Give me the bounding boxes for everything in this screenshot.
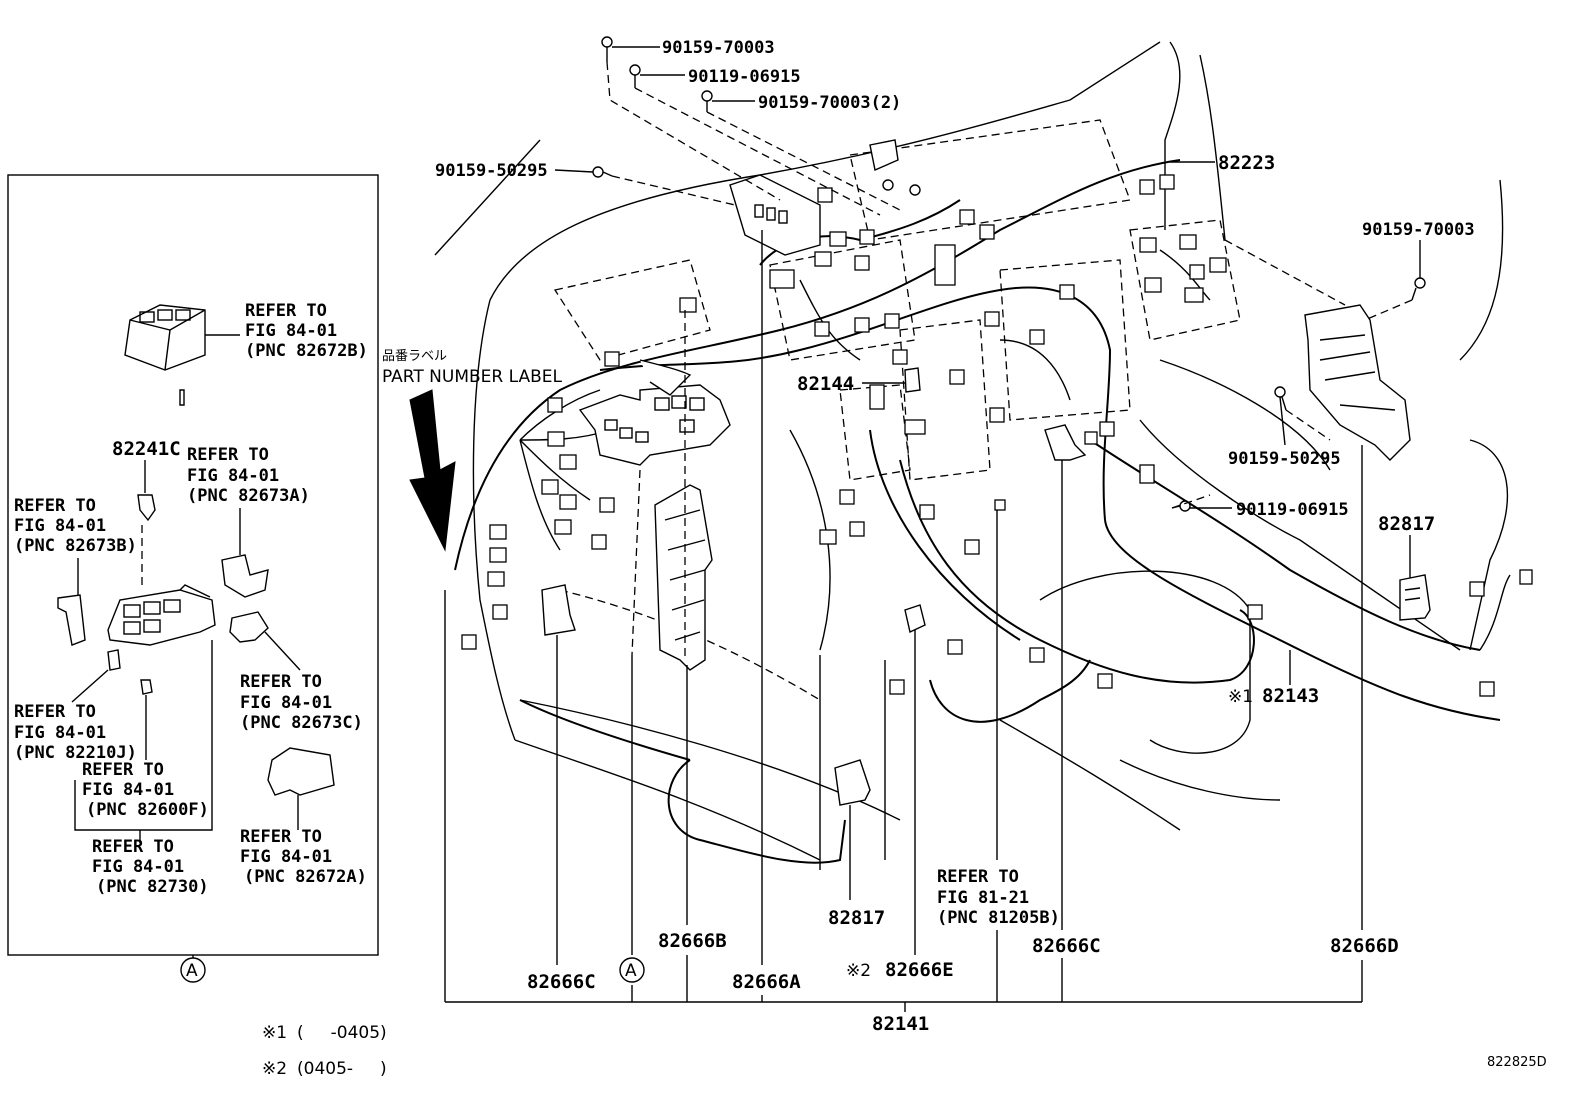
footnotes: ※1 ( -0405) ※2 (0405- ) bbox=[262, 1023, 387, 1079]
inset-refer-82673a-line1: REFER TO bbox=[187, 445, 269, 465]
main-drawing: 90159-70003 90119-06915 90159-70003(2) 9… bbox=[382, 36, 1533, 1035]
bolt-label-1: 90159-70003 bbox=[662, 38, 775, 58]
inset-refer-82600f-line2: FIG 84-01 bbox=[82, 780, 174, 800]
part-label-82143: 82143 bbox=[1262, 685, 1319, 707]
clamp-82666c-right-icon bbox=[1044, 424, 1087, 461]
inset-callout-a-circle bbox=[180, 957, 206, 983]
part-label-82666c-right: 82666C bbox=[1032, 935, 1101, 957]
note-1-text: ( -0405) bbox=[297, 1023, 387, 1043]
part-82817-right-icon bbox=[1399, 574, 1431, 621]
bolt-label-7: 90119-06915 bbox=[1236, 500, 1349, 520]
part-82144-icon bbox=[904, 367, 921, 393]
inset-fuse-82600f-icon bbox=[140, 679, 153, 695]
inset-junction-block-icon bbox=[107, 584, 216, 646]
main-callout-a-label: A bbox=[625, 961, 637, 981]
part-label-82666a: 82666A bbox=[732, 971, 801, 993]
note-1-mark: ※1 bbox=[262, 1023, 287, 1043]
part-label-82143-mark: ※1 bbox=[1228, 687, 1253, 707]
inset-refer-82673a-line2: FIG 84-01 bbox=[187, 466, 279, 486]
inset-refer-82730-line3: (PNC 82730) bbox=[96, 877, 209, 897]
inset-refer-82210j-line1: REFER TO bbox=[14, 702, 96, 722]
inset-panel: REFER TO FIG 84-01 (PNC 82672B) 82241C R… bbox=[7, 174, 379, 983]
inset-refer-82672b-line3: (PNC 82672B) bbox=[245, 341, 368, 361]
inset-pin-icon bbox=[179, 389, 185, 406]
part-number-label-arrow-icon bbox=[409, 389, 456, 552]
inset-refer-82672b-line2: FIG 84-01 bbox=[245, 321, 337, 341]
bracket-82666d-icon bbox=[1304, 304, 1411, 461]
part-82817-bottom-icon bbox=[834, 759, 871, 806]
part-label-82666e-mark: ※2 bbox=[846, 961, 871, 981]
main-junction-block-icon bbox=[578, 359, 731, 466]
bolt-label-6: 90159-50295 bbox=[1228, 449, 1341, 469]
inset-frame bbox=[7, 174, 379, 956]
inset-relay-block-icon bbox=[124, 304, 240, 371]
inset-refer-82210j-line2: FIG 84-01 bbox=[14, 723, 106, 743]
inset-bracket-82673b-icon bbox=[57, 594, 86, 646]
inset-refer-82730-line2: FIG 84-01 bbox=[92, 857, 184, 877]
inset-callout-a-label: A bbox=[186, 961, 198, 981]
inset-part-82241c: 82241C bbox=[112, 438, 181, 460]
inset-refer-82673b-line3: (PNC 82673B) bbox=[14, 536, 137, 556]
diagram-id: 822825D bbox=[1487, 1055, 1547, 1070]
inset-refer-82672b-line1: REFER TO bbox=[245, 301, 327, 321]
part-label-82666c-left: 82666C bbox=[527, 971, 596, 993]
refer-81205b-line2: FIG 81-21 bbox=[937, 888, 1029, 908]
inset-cover-82672a-icon bbox=[267, 747, 335, 796]
bracket-82666b-icon bbox=[654, 484, 713, 671]
part-label-82144: 82144 bbox=[797, 373, 854, 395]
part-label-82817-bottom: 82817 bbox=[828, 907, 885, 929]
bolt-label-4: 90159-50295 bbox=[435, 161, 548, 181]
part-number-label-en: PART NUMBER LABEL bbox=[382, 367, 562, 387]
bolt-label-5: 90159-70003 bbox=[1362, 220, 1475, 240]
inset-refer-82673b-line1: REFER TO bbox=[14, 496, 96, 516]
bolt-label-3: 90159-70003(2) bbox=[758, 93, 901, 113]
inset-clip-icon bbox=[137, 494, 156, 522]
inset-refer-82600f-line3: (PNC 82600F) bbox=[86, 800, 209, 820]
part-label-82223: 82223 bbox=[1218, 152, 1275, 174]
inset-bracket-82673a-icon bbox=[221, 554, 269, 598]
inset-refer-82673c-line2: FIG 84-01 bbox=[240, 693, 332, 713]
note-2-mark: ※2 bbox=[262, 1059, 287, 1079]
inset-refer-82210j-line3: (PNC 82210J) bbox=[14, 743, 137, 763]
harness-connectors bbox=[461, 174, 1533, 697]
inset-refer-82673a-line3: (PNC 82673A) bbox=[187, 486, 310, 506]
note-2-text: (0405- ) bbox=[297, 1059, 387, 1079]
part-label-82817-right: 82817 bbox=[1378, 513, 1435, 535]
inset-relay-82210j-icon bbox=[107, 649, 121, 671]
inset-refer-82673b-line2: FIG 84-01 bbox=[14, 516, 106, 536]
clip-82666e-icon bbox=[904, 604, 926, 634]
bolt-icons bbox=[592, 36, 1426, 512]
part-number-label-jp: 品番ラベル bbox=[382, 349, 447, 364]
main-callout-a-circle bbox=[619, 957, 645, 983]
clamp-82666c-left-icon bbox=[541, 584, 576, 636]
inset-refer-82730-line1: REFER TO bbox=[92, 837, 174, 857]
part-label-82141: 82141 bbox=[872, 1013, 929, 1035]
inset-refer-82600f-line1: REFER TO bbox=[82, 760, 164, 780]
bolt-label-2: 90119-06915 bbox=[688, 67, 801, 87]
inset-refer-82673c-line1: REFER TO bbox=[240, 672, 322, 692]
inset-refer-82672a-line2: FIG 84-01 bbox=[240, 847, 332, 867]
refer-81205b-line3: (PNC 81205B) bbox=[937, 908, 1060, 928]
inset-refer-82672a-line3: (PNC 82672A) bbox=[244, 867, 367, 887]
inset-refer-82672a-line1: REFER TO bbox=[240, 827, 322, 847]
refer-81205b-line1: REFER TO bbox=[937, 867, 1019, 887]
part-label-82666d: 82666D bbox=[1330, 935, 1399, 957]
part-label-82666e: 82666E bbox=[885, 959, 954, 981]
inset-bracket-82673c-icon bbox=[229, 611, 269, 643]
part-label-82666b: 82666B bbox=[658, 930, 727, 952]
inset-refer-82673c-line3: (PNC 82673C) bbox=[240, 713, 363, 733]
